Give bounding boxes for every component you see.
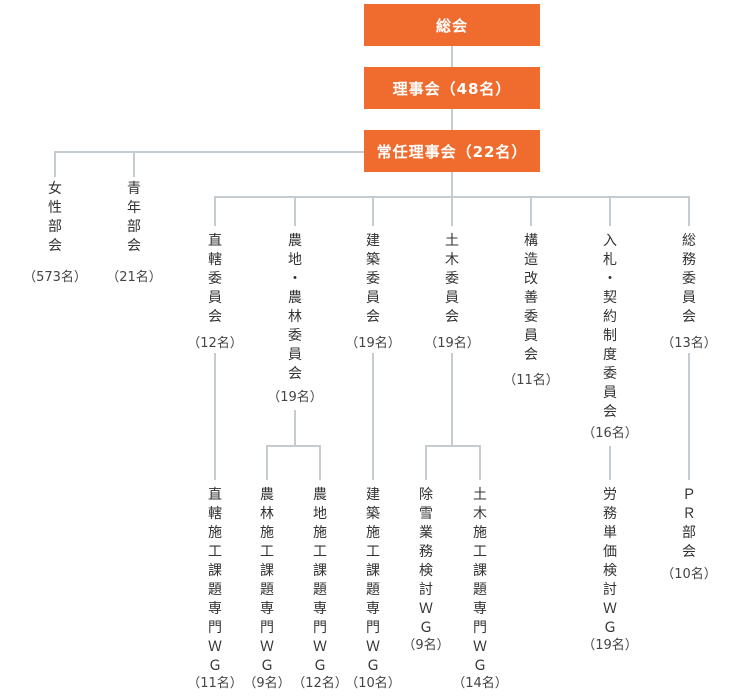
- committee-agri-count: （19名）: [267, 390, 323, 405]
- connector-line: [214, 196, 216, 226]
- committee-agri-label: 農地・農林委員会: [288, 233, 302, 382]
- connector-line: [451, 46, 453, 67]
- wg-civil-count: （14名）: [452, 676, 508, 691]
- connector-line: [294, 410, 296, 446]
- connector-line: [609, 196, 611, 226]
- connector-line: [609, 446, 611, 480]
- general-assembly-box: 総会: [364, 4, 540, 46]
- board-of-directors-box: 理事会（48名）: [364, 67, 540, 109]
- connector-line: [688, 196, 690, 226]
- committee-bid-label: 入札・契約制度委員会: [603, 233, 617, 420]
- connector-line: [425, 445, 427, 480]
- connector-line: [133, 151, 135, 177]
- connector-line: [451, 172, 453, 197]
- connector-line: [294, 196, 296, 226]
- connector-line: [54, 151, 364, 153]
- committee-civil-count: （19名）: [424, 336, 480, 351]
- connector-line: [214, 353, 216, 480]
- connector-line: [451, 196, 453, 226]
- youth-division-count: （21名）: [106, 270, 162, 285]
- connector-line: [54, 151, 56, 177]
- committee-struct-count: （11名）: [503, 373, 559, 388]
- standing-board-box: 常任理事会（22名）: [364, 130, 540, 172]
- wg-direct-count: （11名）: [187, 676, 243, 691]
- connector-line: [479, 445, 481, 480]
- youth-division-label: 青年部会: [127, 181, 141, 254]
- women-division-count: （573名）: [23, 270, 87, 285]
- committee-general-count: （13名）: [661, 336, 717, 351]
- connector-line: [266, 445, 268, 480]
- connector-line: [425, 445, 480, 447]
- wg-agri-land-count: （12名）: [292, 676, 348, 691]
- connector-line: [372, 353, 374, 480]
- connector-line: [372, 196, 374, 226]
- committee-direct-count: （12名）: [187, 336, 243, 351]
- committee-general-label: 総務委員会: [682, 233, 696, 325]
- wg-build-count: （10名）: [345, 676, 401, 691]
- committee-civil-label: 土木委員会: [445, 233, 459, 325]
- connector-line: [319, 445, 321, 480]
- committee-bid-count: （16名）: [582, 426, 638, 441]
- wg-snow-count: （9名）: [402, 638, 450, 653]
- wg-labor-count: （19名）: [582, 638, 638, 653]
- wg-pr-count: （10名）: [661, 567, 717, 582]
- connector-line: [451, 109, 453, 130]
- women-division-label: 女性部会: [48, 181, 62, 254]
- committee-build-count: （19名）: [345, 336, 401, 351]
- connector-line: [451, 353, 453, 446]
- connector-line: [530, 196, 532, 226]
- wg-agri-forest-count: （9名）: [243, 676, 291, 691]
- committee-direct-label: 直轄委員会: [208, 233, 222, 325]
- connector-line: [266, 445, 320, 447]
- committee-struct-label: 構造改善委員会: [524, 233, 538, 363]
- connector-line: [688, 353, 690, 480]
- committee-build-label: 建築委員会: [366, 233, 380, 325]
